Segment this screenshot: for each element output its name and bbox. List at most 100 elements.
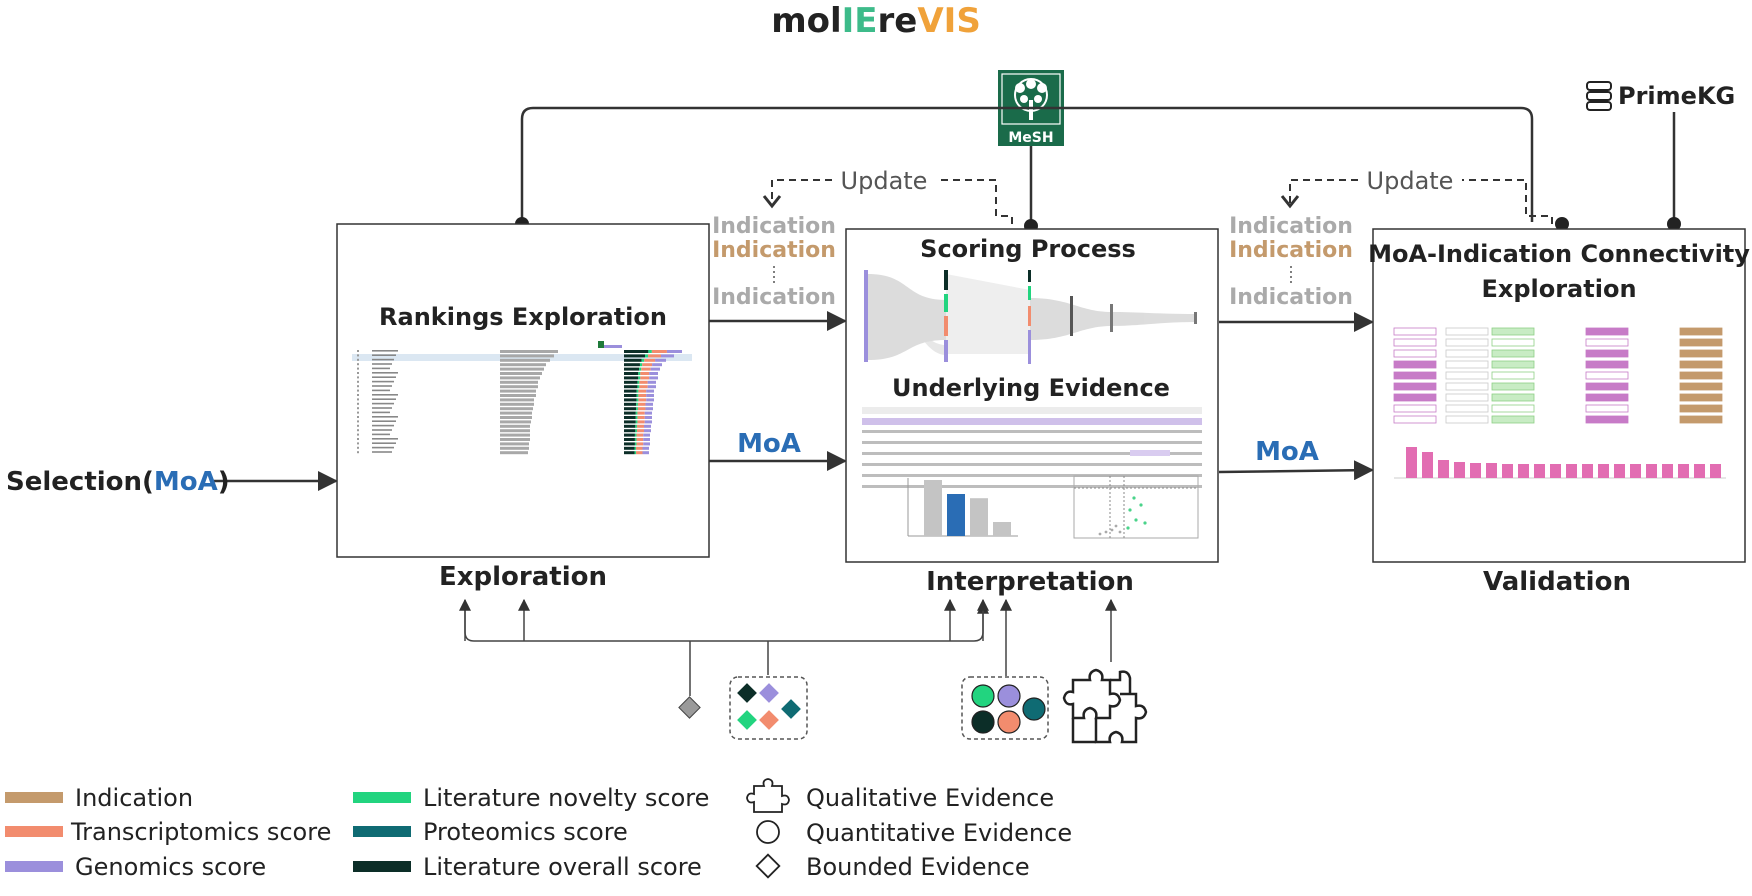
app-title: molIEreVIS (771, 1, 981, 41)
flow-arrows (210, 311, 1374, 491)
scoring-evidence-panel: Scoring Process Underlying Evidence (845, 228, 1219, 563)
connectivity-bar (1502, 464, 1513, 478)
matrix-cell (1491, 371, 1535, 380)
legend-score-label: Transcriptomics score (70, 818, 331, 846)
connectivity-bar (1710, 464, 1721, 478)
matrix-cell (1585, 404, 1629, 413)
ranking-row (357, 411, 652, 415)
update-label-right: Update (1367, 167, 1454, 195)
legend-swatch (353, 826, 411, 837)
ranking-row (357, 416, 652, 419)
legend-swatch (353, 861, 411, 872)
connectivity-bar (1550, 464, 1561, 478)
ranking-row (357, 389, 654, 393)
score-circles-group (961, 676, 1049, 740)
bounded-evidence-input (678, 696, 701, 719)
svg-text:Indication: Indication (712, 285, 836, 310)
svg-text:Indication: Indication (712, 214, 836, 239)
connectivity-bar (1598, 464, 1609, 478)
qualitative-evidence-input (1062, 668, 1148, 744)
ranking-row (357, 446, 649, 450)
scoring-panel-title: Scoring Process (920, 235, 1136, 263)
ranking-row (357, 358, 666, 362)
connectivity-bar (1630, 464, 1641, 478)
ranking-row (357, 398, 654, 402)
evidence-bar (993, 522, 1011, 536)
primekg-source: PrimeKG (1586, 81, 1735, 111)
matrix-cell (1679, 404, 1723, 413)
connectivity-bar-chart (1394, 447, 1726, 479)
ranking-row (357, 407, 653, 411)
stage-validation: Validation (1483, 567, 1631, 597)
ranking-row (357, 394, 654, 397)
indication-flow-left: Indication Indication Indication (712, 214, 836, 310)
ranking-row (357, 402, 653, 406)
matrix-cell (1585, 360, 1629, 369)
matrix-cell (1393, 327, 1437, 336)
rankings-table (352, 341, 692, 455)
matrix-cell (1393, 404, 1437, 413)
connectivity-bar (1678, 464, 1689, 478)
matrix-cell (1491, 360, 1535, 369)
matrix-cell (1585, 338, 1629, 347)
matrix-cell (1445, 349, 1489, 358)
matrix-cell (1491, 415, 1535, 424)
matrix-cell (1491, 393, 1535, 402)
matrix-cell (1491, 382, 1535, 391)
connectivity-bar (1662, 464, 1673, 478)
connectivity-bar (1422, 452, 1433, 478)
connectivity-bar (1566, 464, 1577, 478)
matrix-cell (1445, 382, 1489, 391)
matrix-cell (1679, 393, 1723, 402)
evidence-bar (970, 498, 988, 536)
matrix-cell (1445, 338, 1489, 347)
matrix-cell (1393, 360, 1437, 369)
matrix-cell (1393, 371, 1437, 380)
matrix-cell (1445, 404, 1489, 413)
ranking-row (357, 385, 656, 389)
svg-text:MeSH: MeSH (1008, 130, 1053, 146)
matrix-cell (1679, 338, 1723, 347)
connectivity-bar (1454, 462, 1465, 478)
legend-score-label: Genomics score (75, 853, 266, 881)
matrix-cell (1585, 349, 1629, 358)
ranking-row (357, 363, 662, 367)
connectivity-panel-title-2: Exploration (1481, 275, 1636, 303)
legend-swatch (5, 826, 63, 837)
moa-flow-label-right: MoA (1255, 437, 1319, 467)
svg-text:Indication: Indication (712, 238, 836, 263)
svg-text:Indication: Indication (1229, 238, 1353, 263)
connectivity-bar (1694, 464, 1705, 478)
connectivity-bar (1470, 463, 1481, 478)
ranking-row (357, 433, 650, 437)
connectivity-exploration-panel: MoA-Indication Connectivity Exploration (1368, 228, 1750, 563)
svg-text:Indication: Indication (1229, 285, 1353, 310)
connectivity-bar (1534, 464, 1545, 478)
matrix-cell (1585, 327, 1629, 336)
connectivity-bar (1614, 464, 1625, 478)
indication-flow-right: Indication Indication Indication (1229, 214, 1353, 310)
matrix-cell (1393, 382, 1437, 391)
connectivity-bar (1518, 464, 1529, 478)
ranking-row (357, 442, 650, 446)
svg-text:PrimeKG: PrimeKG (1618, 82, 1735, 110)
connectivity-matrix (1393, 327, 1723, 424)
update-loop-left: Update (762, 167, 1013, 224)
connectivity-bar (1438, 460, 1449, 478)
ranking-row (357, 451, 649, 455)
update-loop-right: Update (1280, 167, 1553, 224)
update-label-left: Update (841, 167, 928, 195)
ranking-row (357, 420, 652, 424)
matrix-cell (1679, 360, 1723, 369)
matrix-cell (1491, 338, 1535, 347)
matrix-cell (1679, 382, 1723, 391)
legend-bounded-label: Bounded Evidence (806, 853, 1030, 881)
ranking-row (357, 367, 660, 371)
legend-swatch (353, 792, 411, 803)
ranking-row (357, 354, 674, 358)
selection-label: Selection(MoA) (6, 467, 230, 497)
ranking-row (357, 380, 656, 384)
matrix-cell (1491, 404, 1535, 413)
legend-score-label: Proteomics score (423, 818, 628, 846)
evidence-scatter-plot (1073, 475, 1199, 539)
